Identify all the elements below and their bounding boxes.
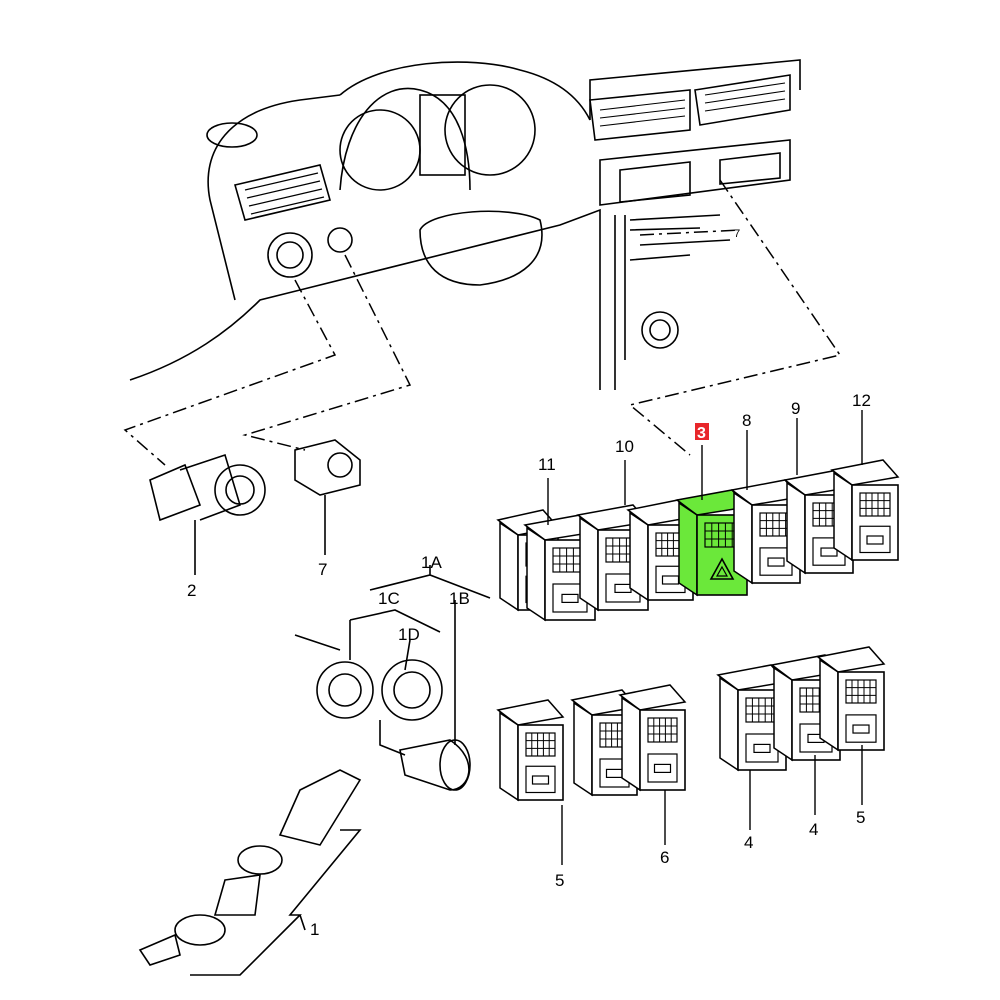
callout-7-dashboard: 7 bbox=[734, 228, 740, 240]
selected-callout-box bbox=[695, 423, 709, 440]
callout-1C: 1C bbox=[378, 589, 400, 608]
callout-1A: 1A bbox=[421, 553, 442, 572]
part-2-light-switch bbox=[149, 453, 266, 575]
callout-4: 4 bbox=[809, 820, 818, 839]
callout-11: 11 bbox=[538, 455, 556, 474]
callout-2: 2 bbox=[187, 581, 196, 600]
switch-modules bbox=[496, 459, 900, 802]
callout-10: 10 bbox=[615, 437, 634, 456]
callout-labels: 11 10 3 8 9 12 2 7 1A 1C 1B 1D 5 6 4 4 5… bbox=[187, 228, 871, 939]
leader-lines bbox=[123, 179, 842, 466]
callout-1B: 1B bbox=[449, 589, 470, 608]
callout-4: 4 bbox=[744, 833, 753, 852]
switch-12 bbox=[830, 459, 900, 562]
callout-leaders bbox=[547, 410, 863, 865]
part-1-cigarette-lighter bbox=[138, 565, 491, 976]
callout-1D: 1D bbox=[398, 625, 420, 644]
switch-6b bbox=[618, 684, 687, 792]
switch-5a bbox=[496, 699, 565, 802]
part-7-switch bbox=[294, 439, 361, 555]
callout-1: 1 bbox=[310, 920, 319, 939]
switch-5b bbox=[816, 646, 886, 752]
callout-6: 6 bbox=[660, 848, 669, 867]
dashboard bbox=[129, 59, 801, 390]
callout-7: 7 bbox=[318, 560, 327, 579]
callout-9: 9 bbox=[791, 399, 800, 418]
callout-8: 8 bbox=[742, 411, 751, 430]
callout-5: 5 bbox=[555, 871, 564, 890]
callout-3-selected[interactable]: 3 bbox=[697, 425, 706, 442]
callout-5: 5 bbox=[856, 808, 865, 827]
callout-12: 12 bbox=[852, 391, 871, 410]
hazard-triangle-icon bbox=[709, 557, 735, 580]
